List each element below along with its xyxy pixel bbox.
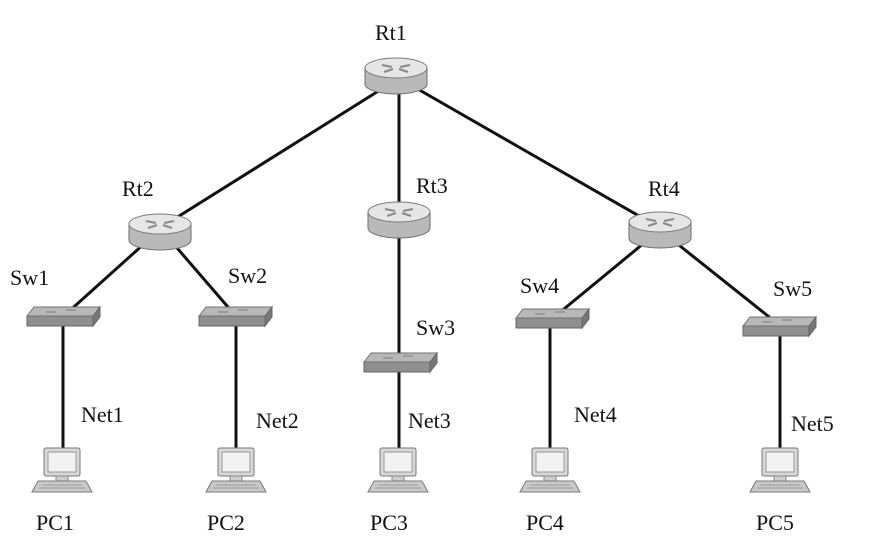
- router-icon: [128, 213, 192, 251]
- pc-label-pc3: PC3: [370, 510, 408, 535]
- router-label-rt1: Rt1: [375, 20, 407, 45]
- router-icon: [364, 57, 428, 95]
- switch-label-sw5: Sw5: [773, 276, 812, 301]
- pc-label-pc5: PC5: [756, 510, 794, 535]
- switch-icon: [363, 352, 438, 373]
- pc-pc5[interactable]: [749, 447, 811, 493]
- router-label-rt2: Rt2: [122, 176, 154, 201]
- pc-pc2[interactable]: [205, 447, 267, 493]
- link-rt1-rt2: [158, 78, 398, 230]
- pc-icon: [519, 447, 581, 493]
- pc-label-pc2: PC2: [207, 510, 245, 535]
- link-rt4-sw5: [663, 232, 780, 326]
- pc-pc3[interactable]: [367, 447, 429, 493]
- links-layer: [61, 78, 782, 458]
- switch-sw4[interactable]: [515, 308, 590, 329]
- link-rt4-sw4: [551, 232, 657, 320]
- pc-icon: [367, 447, 429, 493]
- network-label-net1: Net1: [81, 402, 124, 427]
- switch-sw5[interactable]: [742, 316, 817, 337]
- switch-sw1[interactable]: [26, 306, 101, 327]
- network-label-net5: Net5: [791, 411, 834, 436]
- pc-label-pc1: PC1: [36, 510, 74, 535]
- pc-icon: [31, 447, 93, 493]
- network-label-net3: Net3: [408, 408, 451, 433]
- router-rt1[interactable]: [364, 57, 428, 95]
- switch-icon: [742, 316, 817, 337]
- router-rt3[interactable]: [367, 201, 431, 239]
- pc-pc1[interactable]: [31, 447, 93, 493]
- switch-sw3[interactable]: [363, 352, 438, 373]
- router-label-rt4: Rt4: [648, 176, 680, 201]
- pc-pc4[interactable]: [519, 447, 581, 493]
- router-rt4[interactable]: [628, 211, 692, 249]
- network-label-net2: Net2: [256, 408, 299, 433]
- switch-label-sw1: Sw1: [10, 265, 49, 290]
- pc-icon: [205, 447, 267, 493]
- pc-label-pc4: PC4: [526, 510, 564, 535]
- switch-icon: [26, 306, 101, 327]
- link-rt1-rt4: [400, 78, 662, 230]
- labels-layer: Rt1 Rt2 Rt3 Rt4 Sw1 Sw2 Sw3 Sw4 Sw5 Net1…: [10, 20, 834, 535]
- router-rt2[interactable]: [128, 213, 192, 251]
- network-label-net4: Net4: [574, 402, 617, 427]
- switch-sw2[interactable]: [198, 306, 273, 327]
- switch-label-sw3: Sw3: [416, 315, 455, 340]
- switch-icon: [515, 308, 590, 329]
- router-icon: [628, 211, 692, 249]
- pc-icon: [749, 447, 811, 493]
- switch-icon: [198, 306, 273, 327]
- router-label-rt3: Rt3: [416, 173, 448, 198]
- router-icon: [367, 201, 431, 239]
- switch-label-sw4: Sw4: [520, 273, 559, 298]
- switch-label-sw2: Sw2: [228, 263, 267, 288]
